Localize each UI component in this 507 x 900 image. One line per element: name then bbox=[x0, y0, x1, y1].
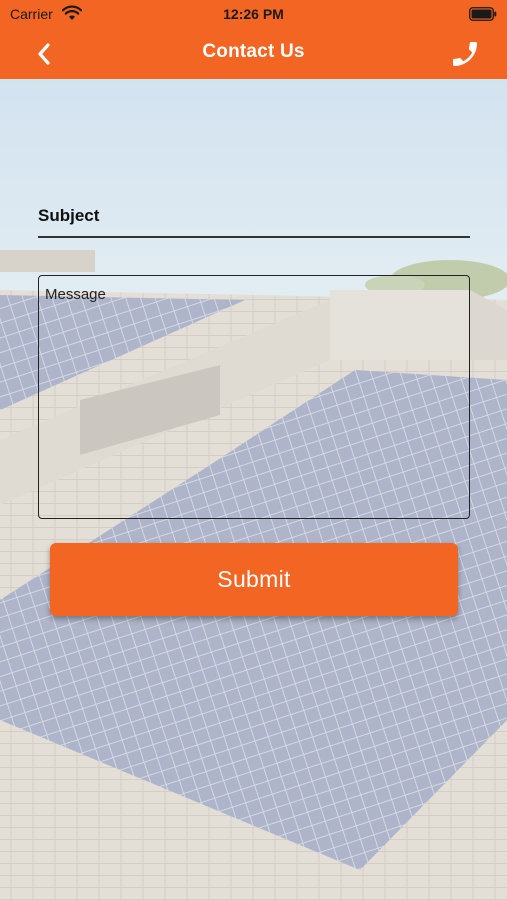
status-time: 12:26 PM bbox=[223, 6, 284, 22]
navigation-bar: Contact Us bbox=[0, 30, 507, 79]
carrier-label: Carrier bbox=[10, 6, 53, 22]
wifi-icon bbox=[61, 5, 83, 24]
call-button[interactable] bbox=[445, 36, 485, 72]
message-textarea[interactable] bbox=[38, 275, 470, 519]
subject-input[interactable] bbox=[38, 194, 470, 238]
page-title: Contact Us bbox=[202, 41, 305, 62]
chevron-left-icon bbox=[38, 43, 50, 65]
battery-full-icon bbox=[469, 7, 497, 24]
submit-button[interactable]: Submit bbox=[50, 543, 458, 616]
phone-icon bbox=[453, 42, 477, 66]
contact-form: Submit bbox=[0, 79, 507, 900]
back-button[interactable] bbox=[26, 38, 62, 70]
status-bar: Carrier 12:26 PM bbox=[0, 0, 507, 30]
